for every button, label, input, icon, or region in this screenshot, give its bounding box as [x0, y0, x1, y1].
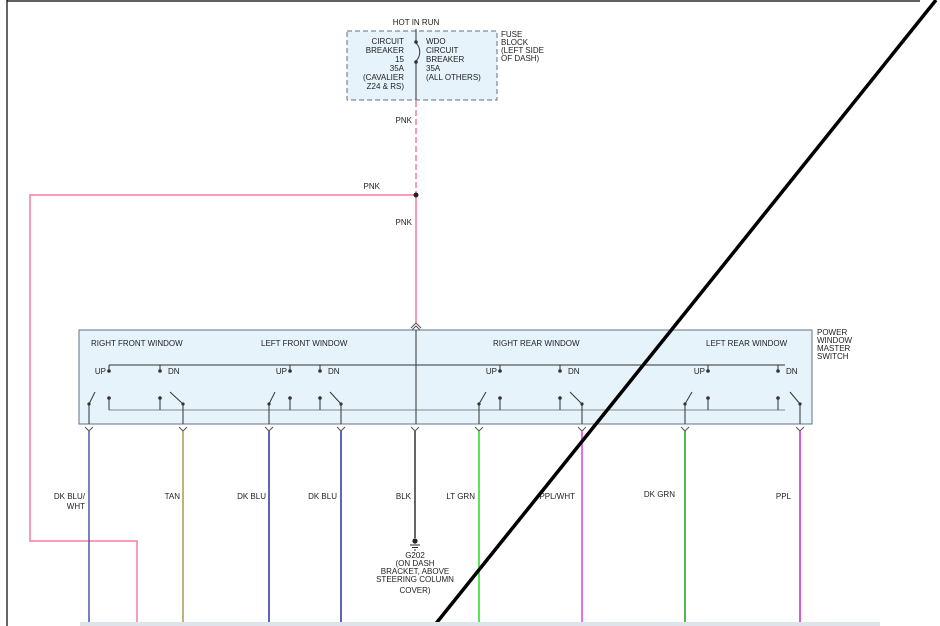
dn-label-right-rear: DN: [568, 367, 580, 376]
bottom-scroll-strip: [80, 622, 880, 626]
svg-text:WINDOW: WINDOW: [817, 336, 853, 345]
svg-text:(ALL OTHERS): (ALL OTHERS): [426, 73, 481, 82]
pnk-label-2: PNK: [364, 182, 381, 191]
breaker-terminal-top: [414, 40, 418, 44]
master-switch-input-connector: [410, 322, 422, 332]
wire-labels-bottom: DK BLU/ WHT TAN DK BLU DK BLU BLK LT GRN…: [54, 490, 792, 511]
up-label-left-front: UP: [276, 367, 287, 376]
connector-ppl-wht: [577, 426, 587, 432]
section-label-right-front: RIGHT FRONT WINDOW: [91, 339, 183, 348]
dn-label-left-front: DN: [328, 367, 340, 376]
wire-label-dk-blu-1: DK BLU: [237, 492, 266, 501]
wire-label-blk: BLK: [396, 492, 412, 501]
svg-text:35A: 35A: [426, 64, 441, 73]
svg-text:BREAKER: BREAKER: [366, 46, 404, 55]
right-breaker-text: WDO CIRCUIT BREAKER 35A (ALL OTHERS): [426, 37, 481, 82]
wire-label-dk-blu-wht-2: WHT: [67, 502, 85, 511]
switch-blade-4: [478, 391, 487, 405]
wire-label-ppl-wht: PPL/WHT: [539, 492, 575, 501]
switch-blade-3: [329, 391, 342, 405]
svg-text:35A: 35A: [390, 64, 405, 73]
connector-ppl: [795, 426, 805, 432]
svg-text:SWITCH: SWITCH: [817, 352, 849, 361]
svg-text:CIRCUIT: CIRCUIT: [426, 46, 459, 55]
svg-text:(CAVALIER: (CAVALIER: [363, 73, 404, 82]
svg-text:POWER: POWER: [817, 328, 847, 337]
connector-lt-grn: [474, 426, 484, 432]
connector-blk: [410, 426, 420, 432]
switch-blade-1: [169, 391, 184, 405]
ground-splice: [412, 538, 418, 544]
master-switch-label: POWER WINDOW MASTER SWITCH: [817, 328, 853, 361]
svg-text:BRACKET, ABOVE: BRACKET, ABOVE: [381, 567, 449, 576]
connector-dk-grn: [680, 426, 690, 432]
pnk-splice: [413, 192, 419, 198]
up-label-left-rear: UP: [694, 367, 705, 376]
svg-text:(ON DASH: (ON DASH: [395, 559, 434, 568]
wire-label-tan: TAN: [165, 492, 181, 501]
section-label-left-rear: LEFT REAR WINDOW: [706, 339, 788, 348]
bottom-wires: [84, 426, 805, 626]
svg-text:15: 15: [395, 55, 404, 64]
svg-text:OF DASH): OF DASH): [501, 54, 540, 63]
switch-blade-0: [88, 391, 96, 405]
pnk-label-1: PNK: [396, 116, 413, 125]
connector-dk-blu-wht: [84, 426, 94, 432]
svg-text:BLOCK: BLOCK: [501, 38, 529, 47]
connector-dk-blu-2: [336, 426, 346, 432]
switch-blade-6: [684, 391, 693, 405]
dn-label-right-front: DN: [168, 367, 180, 376]
diagonal-strike-line: [432, 0, 938, 626]
up-label-right-front: UP: [95, 367, 106, 376]
connector-dk-blu-1: [264, 426, 274, 432]
svg-text:WDO: WDO: [426, 37, 446, 46]
fuse-block-box: [346, 30, 498, 101]
fuse-block-label: FUSE BLOCK (LEFT SIDE OF DASH): [501, 30, 544, 63]
hot-in-run-label: HOT IN RUN: [393, 18, 440, 27]
svg-text:BREAKER: BREAKER: [426, 55, 464, 64]
switch-blade-2: [268, 391, 276, 405]
connector-tan: [178, 426, 188, 432]
dn-label-left-rear: DN: [786, 367, 798, 376]
pnk-wire-branch: [29, 194, 416, 626]
section-label-left-front: LEFT FRONT WINDOW: [261, 339, 348, 348]
svg-text:STEERING COLUMN: STEERING COLUMN: [376, 575, 454, 584]
wire-label-dk-grn: DK GRN: [644, 490, 675, 499]
master-switch-box: [78, 329, 813, 425]
wire-label-ppl: PPL: [776, 492, 792, 501]
svg-text:(LEFT SIDE: (LEFT SIDE: [501, 46, 544, 55]
pnk-label-3: PNK: [396, 218, 413, 227]
wire-label-lt-grn: LT GRN: [446, 492, 475, 501]
svg-text:G202: G202: [405, 551, 425, 560]
switch-blade-5: [569, 391, 583, 405]
wire-label-dk-blu-wht-1: DK BLU/: [54, 492, 86, 501]
svg-text:COVER): COVER): [399, 586, 430, 595]
section-label-right-rear: RIGHT REAR WINDOW: [493, 339, 580, 348]
left-breaker-text: CIRCUIT BREAKER 15 35A (CAVALIER Z24 & R…: [363, 37, 405, 91]
switch-internals: UP DN UP DN UP DN UP DN: [87, 330, 802, 424]
wire-label-dk-blu-2: DK BLU: [308, 492, 337, 501]
svg-text:FUSE: FUSE: [501, 30, 522, 39]
ground-label: G202 (ON DASH BRACKET, ABOVE STEERING CO…: [376, 551, 454, 595]
svg-text:Z24 & RS): Z24 & RS): [367, 82, 405, 91]
up-label-right-rear: UP: [486, 367, 497, 376]
svg-text:MASTER: MASTER: [817, 344, 851, 353]
svg-text:CIRCUIT: CIRCUIT: [372, 37, 405, 46]
circuit-breaker-symbol: [415, 42, 421, 62]
switch-blade-7: [789, 391, 801, 405]
